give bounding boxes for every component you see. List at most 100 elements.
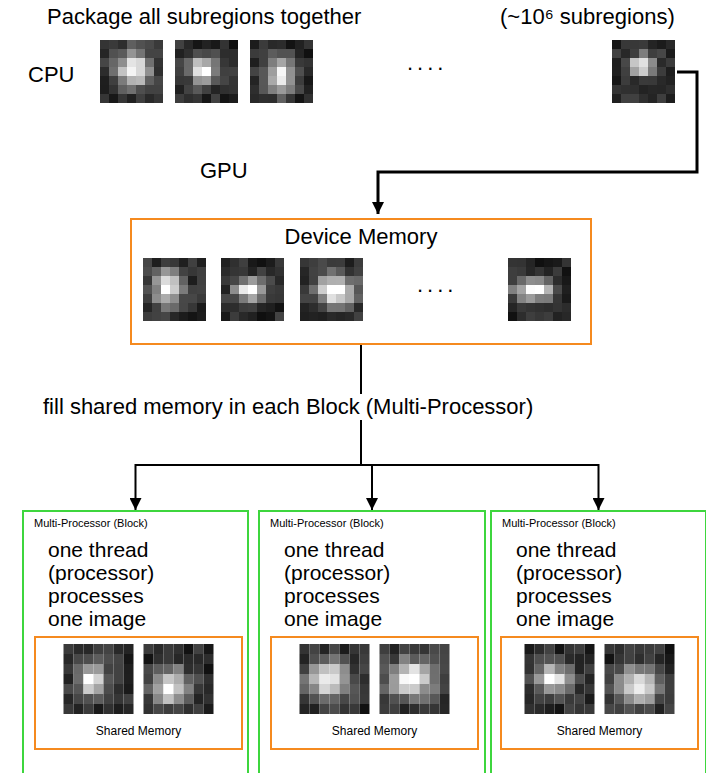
subregion-image: [605, 644, 675, 714]
pixel: [318, 276, 327, 285]
pixel: [555, 684, 565, 694]
shared-memory-box: Shared Memory: [270, 636, 479, 750]
pixel: [655, 674, 665, 684]
pixel: [152, 294, 161, 303]
pixel: [360, 684, 370, 694]
pixel: [635, 664, 645, 674]
pixel: [154, 49, 163, 58]
diagram-title: Package all subregions together: [45, 4, 363, 30]
pixel: [184, 40, 193, 49]
pixel: [118, 85, 127, 94]
pixel: [136, 85, 145, 94]
box-body: one thread (processor) processes one ima…: [516, 538, 634, 630]
pixel: [127, 94, 136, 103]
pixel: [575, 664, 585, 674]
pixel: [336, 285, 345, 294]
pixel: [525, 674, 535, 684]
pixel: [665, 684, 675, 694]
pixel: [94, 684, 104, 694]
pixel: [154, 76, 163, 85]
pixel: [517, 294, 526, 303]
pixel: [555, 654, 565, 664]
pixel: [340, 664, 350, 674]
pixel: [666, 40, 675, 49]
pixel: [605, 684, 615, 694]
pixel: [304, 40, 313, 49]
pixel: [553, 267, 562, 276]
pixel: [257, 285, 266, 294]
pixel: [229, 40, 238, 49]
pixel: [555, 674, 565, 684]
pixel: [204, 644, 214, 654]
pixel: [508, 312, 517, 321]
pixel: [657, 40, 666, 49]
pixel: [154, 67, 163, 76]
pixel: [114, 694, 124, 704]
pixel: [64, 694, 74, 704]
pixel: [340, 644, 350, 654]
pixel: [221, 294, 230, 303]
pixel: [310, 664, 320, 674]
pixel: [575, 644, 585, 654]
pixel: [320, 664, 330, 674]
box-title: Shared Memory: [36, 638, 241, 739]
pixel: [639, 76, 648, 85]
pixel: [184, 76, 193, 85]
pixel: [300, 704, 310, 714]
pixel: [152, 285, 161, 294]
pixel: [124, 664, 134, 674]
pixel: [544, 267, 553, 276]
pixel: [648, 40, 657, 49]
pixel: [575, 654, 585, 664]
pixel: [657, 85, 666, 94]
pixel: [179, 267, 188, 276]
pixel: [211, 94, 220, 103]
pixel: [64, 664, 74, 674]
pixel: [544, 294, 553, 303]
pixel: [575, 704, 585, 714]
pixel: [621, 49, 630, 58]
pixel: [277, 94, 286, 103]
pixel: [309, 303, 318, 312]
pixel: [615, 644, 625, 654]
pixel: [380, 654, 390, 664]
pixel: [145, 67, 154, 76]
pixel: [229, 85, 238, 94]
pixel: [184, 85, 193, 94]
pixel: [430, 654, 440, 664]
pixel: [420, 704, 430, 714]
pixel: [336, 267, 345, 276]
pixel: [104, 644, 114, 654]
pixel: [345, 312, 354, 321]
pixel: [193, 49, 202, 58]
pixel: [109, 94, 118, 103]
pixel: [275, 312, 284, 321]
pixel: [639, 40, 648, 49]
pixel: [143, 267, 152, 276]
pixel: [605, 694, 615, 704]
pixel: [400, 664, 410, 674]
pixel: [170, 285, 179, 294]
pixel: [340, 684, 350, 694]
pixel: [179, 258, 188, 267]
pixel: [64, 684, 74, 694]
pixel: [645, 684, 655, 694]
pixel: [304, 49, 313, 58]
pixel: [118, 49, 127, 58]
pixel: [268, 67, 277, 76]
pixel: [154, 40, 163, 49]
pixel: [204, 654, 214, 664]
pixel: [118, 40, 127, 49]
pixel: [94, 664, 104, 674]
pixel: [621, 76, 630, 85]
pixel: [605, 704, 615, 714]
pixel: [336, 312, 345, 321]
pixel: [74, 674, 84, 684]
pixel: [304, 67, 313, 76]
pixel: [248, 267, 257, 276]
annotation: (~10⁶ subregions): [498, 4, 677, 30]
pixel: [615, 704, 625, 714]
pixel: [197, 312, 206, 321]
box-title: Multi-Processor (Block): [34, 516, 247, 530]
